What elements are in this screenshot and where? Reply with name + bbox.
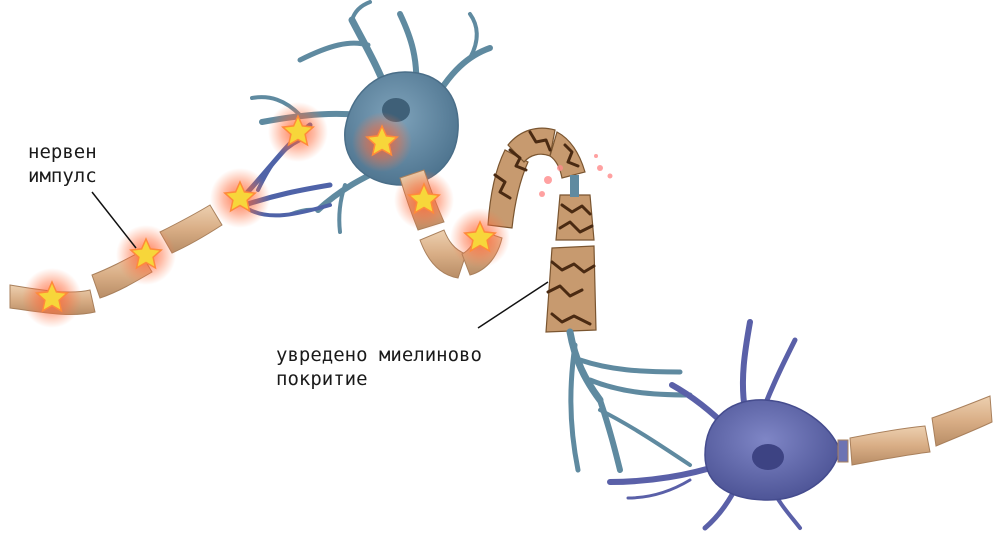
impulse-leader-line: [92, 192, 136, 248]
right-axon-myelin: [838, 396, 992, 465]
exposed-axon-segment: [570, 175, 579, 197]
lower-terminal-branches: [570, 332, 690, 470]
damaged-myelin-label: увредено миелиново покритие: [276, 343, 482, 391]
nerve-impulse-label-line1: нервен: [28, 141, 97, 163]
lower-neuron-nucleus: [752, 444, 784, 470]
damage-leader-line: [478, 282, 548, 328]
nerve-impulse-label: нервен импулс: [28, 140, 97, 188]
nerve-impulse-label-line2: импулс: [28, 165, 97, 187]
damaged-myelin-label-line1: увредено миелиново: [276, 344, 482, 366]
damaged-myelin-label-line2: покритие: [276, 368, 368, 390]
